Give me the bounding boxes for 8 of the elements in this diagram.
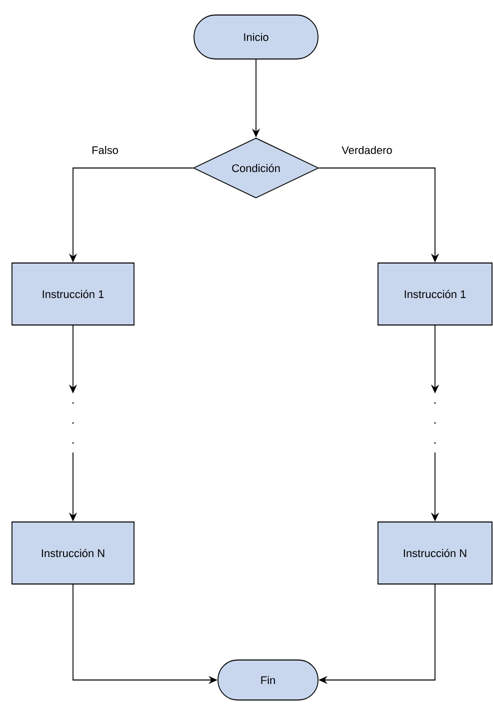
process-box: Instrucción N bbox=[12, 522, 134, 584]
terminal-box: Fin bbox=[218, 660, 318, 700]
process-box: Instrucción 1 bbox=[12, 262, 134, 326]
terminal-box: Inicio bbox=[194, 14, 318, 60]
edge-label: Falso bbox=[90, 144, 120, 156]
process-box: Instrucción 1 bbox=[378, 262, 492, 326]
process-box: Instrucción N bbox=[378, 522, 492, 584]
edge-label: Verdadero bbox=[340, 144, 394, 156]
